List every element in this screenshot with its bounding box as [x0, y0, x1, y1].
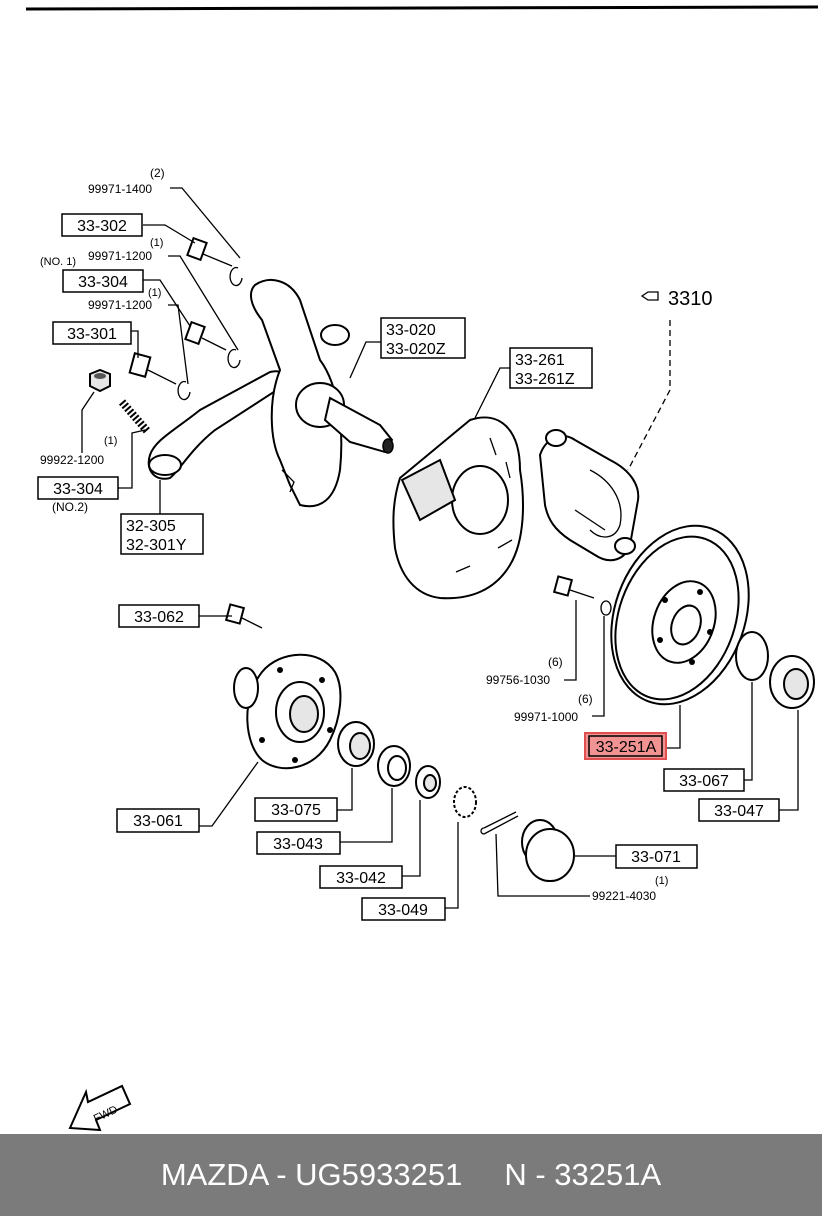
label-text: 33-043 [273, 836, 323, 853]
label-text: 33-042 [336, 870, 386, 887]
label-33-251a[interactable]: 33-251A [584, 732, 667, 760]
label-33-020[interactable]: 33-020 33-020Z [380, 317, 466, 359]
bolt-lower [128, 352, 191, 401]
label-33-049[interactable]: 33-049 [361, 897, 446, 921]
label-text: 33-020 [386, 322, 436, 339]
qty-text: (1) [148, 287, 161, 299]
hardware-number: 99971-1400 [88, 182, 152, 196]
label-text: 3310 [668, 288, 713, 310]
label-33-067[interactable]: 33-067 [663, 768, 745, 792]
label-text: 33-261 [515, 352, 565, 369]
label-text: 33-304 [53, 481, 103, 498]
label-text: 33-061 [133, 813, 183, 830]
label-33-062[interactable]: 33-062 [118, 604, 200, 628]
label-3310[interactable]: 3310 [640, 288, 713, 310]
seal-right [735, 631, 769, 681]
label-text: 33-049 [378, 902, 428, 919]
label-text: 33-304 [78, 274, 128, 291]
label-text: 32-305 [126, 518, 176, 535]
label-33-261[interactable]: 33-261 33-261Z [509, 347, 593, 389]
label-text: 33-071 [631, 849, 681, 866]
brand-part-number: MAZDA - UG5933251 [160, 1157, 463, 1192]
label-text: 33-020Z [386, 341, 446, 358]
hub-cap [521, 819, 575, 882]
hardware-number: 99756-1030 [486, 673, 550, 687]
hardware-number: 99971-1000 [514, 710, 578, 724]
qty-text: (1) [104, 435, 117, 447]
nut [89, 368, 111, 393]
hardware-number: 99922-1200 [40, 453, 104, 467]
hub [233, 653, 342, 770]
label-33-302[interactable]: 33-302 [61, 213, 143, 237]
label-33-075[interactable]: 33-075 [254, 797, 338, 822]
parts-diagram: FWD 33-302 33-304 [25, 5, 819, 1132]
label-32-305[interactable]: 32-305 32-301Y [120, 513, 204, 555]
fwd-arrow: FWD [68, 1084, 132, 1132]
lock-nut [453, 786, 477, 818]
top-rule [25, 5, 819, 11]
hardware-number: 99971-1200 [88, 249, 152, 263]
bearing-inner [337, 721, 375, 767]
knuckle [147, 279, 394, 508]
label-text: 33-047 [714, 803, 764, 820]
label-text: 33-301 [67, 326, 117, 343]
cotter-pin [480, 811, 519, 835]
disc-rotor [610, 524, 750, 706]
label-33-061[interactable]: 33-061 [116, 808, 200, 833]
bolt-middle [184, 320, 241, 369]
bearing-right [769, 655, 815, 709]
label-33-304-no1[interactable]: 33-304 [62, 269, 144, 293]
diagram-part-number: N - 33251A [504, 1157, 662, 1192]
leader-lines [81, 187, 799, 909]
label-text: 33-251A [596, 739, 657, 756]
label-33-042[interactable]: 33-042 [319, 865, 403, 889]
label-text: 33-302 [77, 218, 127, 235]
dust-shield [392, 416, 524, 600]
qty-text: (2) [150, 166, 165, 180]
seal-inner [377, 745, 411, 787]
qty-text: (6) [578, 692, 593, 706]
label-text: 33-075 [271, 802, 321, 819]
stud [118, 399, 152, 435]
label-33-047[interactable]: 33-047 [698, 798, 780, 822]
no1-text: (NO. 1) [40, 256, 76, 268]
bolt-upper [186, 236, 243, 287]
label-text: 33-062 [134, 609, 184, 626]
hardware-number: 99221-4030 [592, 889, 656, 903]
qty-text: (1) [655, 875, 668, 887]
qty-text: (6) [548, 655, 563, 669]
qty-text: (1) [150, 237, 163, 249]
washer [415, 765, 441, 799]
no2-text: (NO.2) [52, 500, 88, 514]
label-33-304-no2[interactable]: 33-304 [37, 476, 119, 500]
label-text: 33-067 [679, 773, 729, 790]
label-text: 32-301Y [126, 537, 187, 554]
hardware-number: 99971-1200 [88, 298, 152, 312]
caption-bar: MAZDA - UG5933251 N - 33251A [0, 1134, 822, 1216]
label-33-301[interactable]: 33-301 [52, 321, 132, 345]
disc-bolt [552, 575, 612, 616]
bolt-33-062 [224, 603, 263, 629]
label-33-043[interactable]: 33-043 [256, 831, 341, 855]
caliper [538, 429, 640, 562]
label-33-071[interactable]: 33-071 [615, 844, 698, 869]
label-text: 33-261Z [515, 371, 575, 388]
